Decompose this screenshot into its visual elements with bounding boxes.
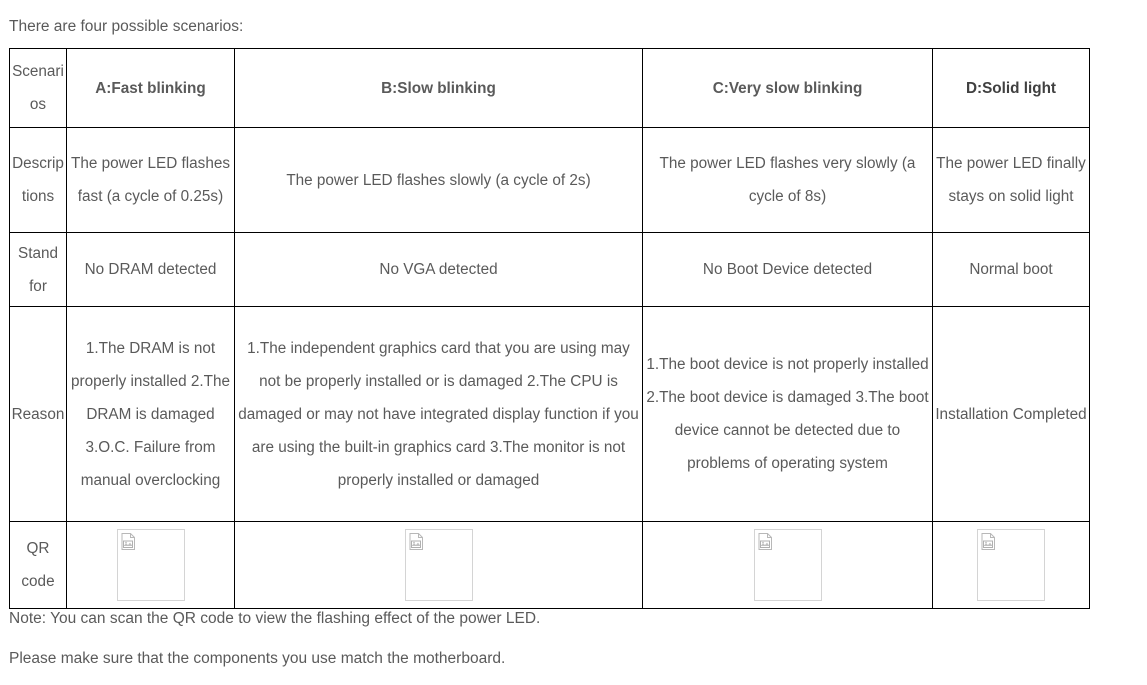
description-cell-b: The power LED flashes slowly (a cycle of… [234, 127, 643, 233]
description-cell-a: The power LED flashes fast (a cycle of 0… [66, 127, 235, 233]
broken-image-icon [981, 533, 995, 550]
table-row-reason: Reason 1.The DRAM is not properly instal… [9, 306, 1090, 522]
reason-cell-b: 1.The independent graphics card that you… [234, 306, 643, 522]
table-row-scenarios: Scenarios A:Fast blinking B:Slow blinkin… [9, 48, 1090, 128]
row-label-qr-code: QR code [9, 521, 67, 609]
header-cell-d: D:Solid light [932, 48, 1090, 128]
broken-image-icon [409, 533, 423, 550]
description-cell-d: The power LED finally stays on solid lig… [932, 127, 1090, 233]
qr-image-b [404, 529, 473, 601]
intro-text: There are four possible scenarios: [9, 18, 244, 35]
note-components-match: Please make sure that the components you… [9, 650, 506, 667]
row-label-stand-for: Stand for [9, 232, 67, 307]
qr-cell-d [932, 521, 1090, 609]
reason-cell-c: 1.The boot device is not properly instal… [642, 306, 933, 522]
header-cell-b: B:Slow blinking [234, 48, 643, 128]
header-cell-a: A:Fast blinking [66, 48, 235, 128]
qr-image-d [977, 529, 1045, 601]
broken-image-icon [121, 533, 135, 550]
reason-cell-d: Installation Completed [932, 306, 1090, 522]
scenarios-table: Scenarios A:Fast blinking B:Slow blinkin… [9, 48, 1090, 609]
table-row-qr-code: QR code [9, 521, 1090, 609]
header-cell-c: C:Very slow blinking [642, 48, 933, 128]
qr-cell-b [234, 521, 643, 609]
qr-image-c [753, 529, 822, 601]
stand-for-cell-a: No DRAM detected [66, 232, 235, 307]
note-qr-scan: Note: You can scan the QR code to view t… [9, 610, 541, 627]
table-row-descriptions: Descriptions The power LED flashes fast … [9, 127, 1090, 233]
table-row-stand-for: Stand for No DRAM detected No VGA detect… [9, 232, 1090, 307]
stand-for-cell-d: Normal boot [932, 232, 1090, 307]
broken-image-icon [758, 533, 772, 550]
stand-for-cell-c: No Boot Device detected [642, 232, 933, 307]
qr-cell-c [642, 521, 933, 609]
stand-for-cell-b: No VGA detected [234, 232, 643, 307]
qr-image-a [116, 529, 185, 601]
reason-cell-a: 1.The DRAM is not properly installed 2.T… [66, 306, 235, 522]
row-label-descriptions: Descriptions [9, 127, 67, 233]
row-label-scenarios: Scenarios [9, 48, 67, 128]
qr-cell-a [66, 521, 235, 609]
row-label-reason: Reason [9, 306, 67, 522]
description-cell-c: The power LED flashes very slowly (a cyc… [642, 127, 933, 233]
footnotes: Note: You can scan the QR code to view t… [9, 609, 540, 668]
